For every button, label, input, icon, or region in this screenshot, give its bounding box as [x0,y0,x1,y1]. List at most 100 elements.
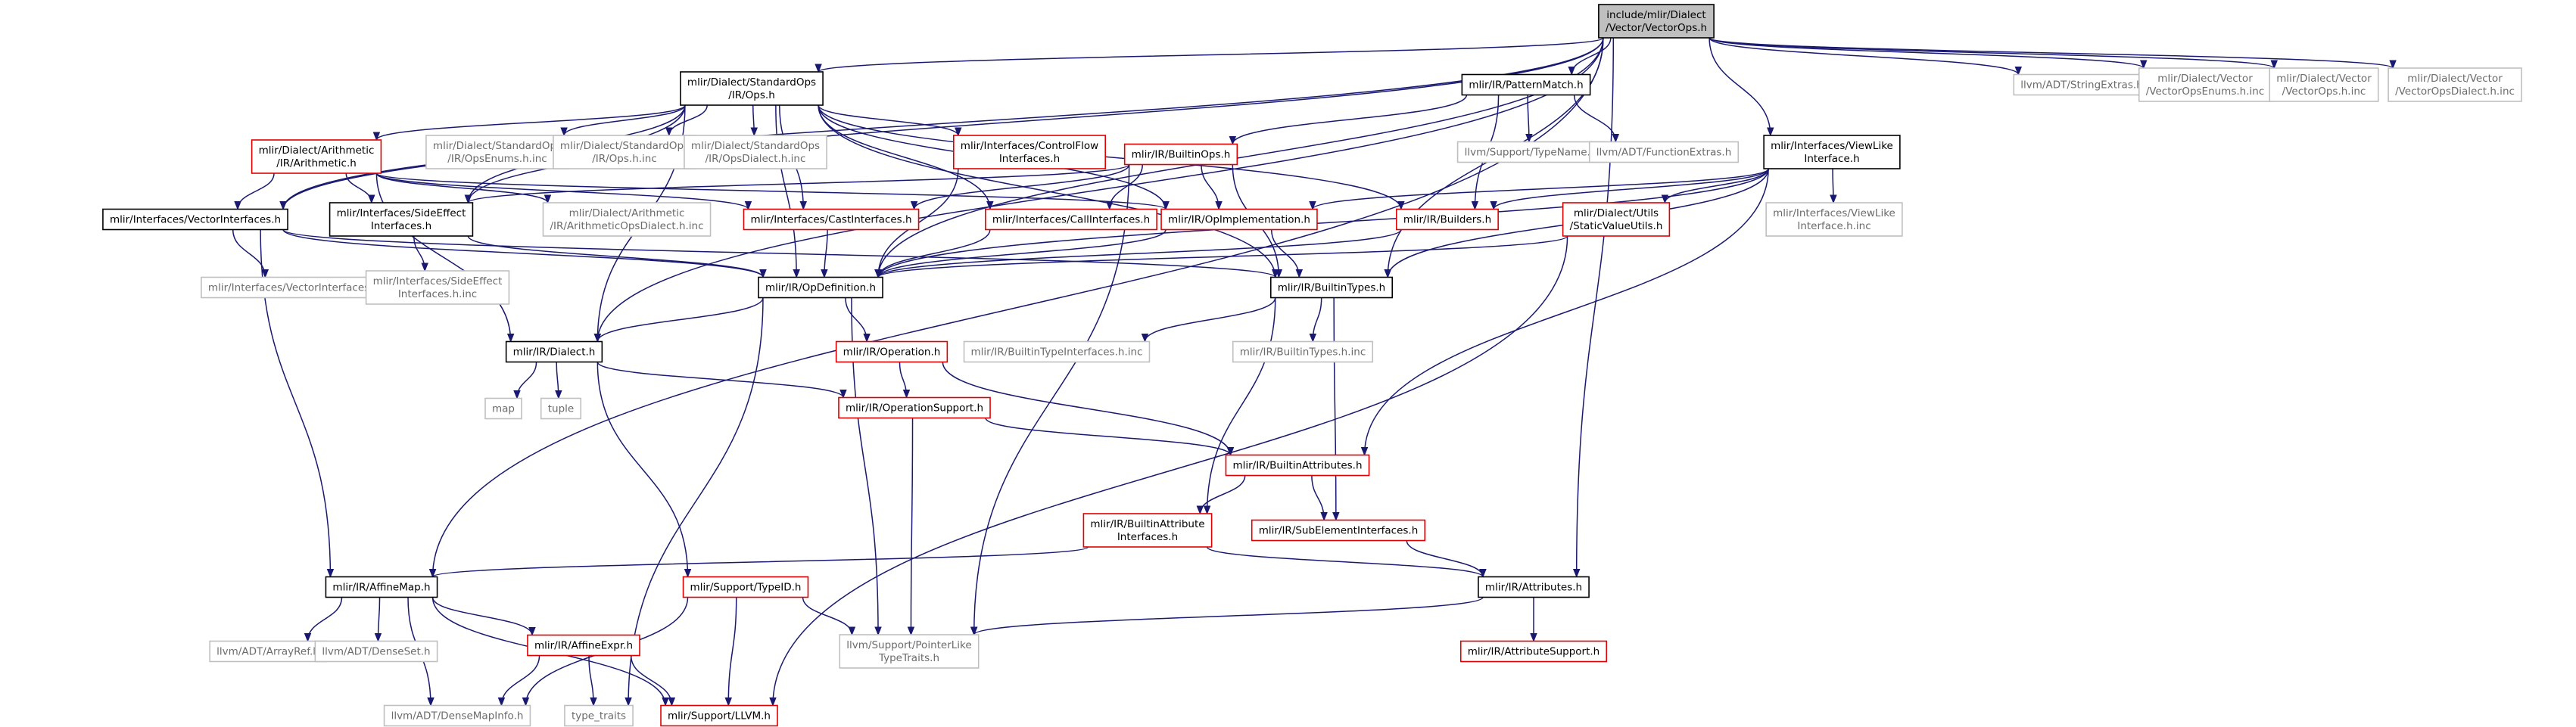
node-builtinattrs[interactable]: mlir/IR/BuiltinAttributes.h [1225,454,1370,477]
node-box [314,640,438,663]
edge-typeid-to-llvmh [724,597,737,707]
edge-arrowhead [724,697,732,707]
node-box [985,208,1157,231]
node-box [1232,340,1374,363]
edge-builtinops-to-castinterfaces [910,164,1130,210]
edge-arrowhead [1196,505,1204,515]
edge-builtintypes-to-btinterfacesinc [1141,297,1276,343]
node-denseset: llvm/ADT/DenseSet.h [314,640,438,663]
edge-arrowhead [910,201,918,210]
edge-arrowhead [506,334,515,343]
node-typeid[interactable]: mlir/Support/TypeID.h [682,576,809,598]
edge-line [913,164,1130,210]
node-label: mlir/IR/BuiltinAttribute [1090,518,1204,530]
node-funcextras: llvm/ADT/FunctionExtras.h [1588,141,1740,163]
node-stringextras: llvm/ADT/StringExtras.h [2013,73,2151,96]
node-stdops[interactable]: mlir/Dialect/StandardOps/IR/Ops.h [680,71,824,106]
edge-line [1709,37,2275,69]
node-label: mlir/Interfaces/ViewLike [1771,140,1893,152]
node-patmatch[interactable]: mlir/IR/PatternMatch.h [1461,73,1591,96]
edge-line [1493,168,1769,210]
node-typetraits: type_traits [564,704,634,727]
node-box [743,208,920,231]
edge-arrowhead [464,194,472,204]
node-opimpl[interactable]: mlir/IR/OpImplementation.h [1160,208,1318,231]
node-label: /IR/OpsDialect.h.inc [706,153,806,165]
edge-opimpl-to-builtintypes [1270,229,1304,278]
node-attributes[interactable]: mlir/IR/Attributes.h [1478,576,1590,598]
node-opdef[interactable]: mlir/IR/OpDefinition.h [758,276,883,299]
edge-arrowhead [1320,512,1328,521]
node-attrsupport[interactable]: mlir/IR/AttributeSupport.h [1459,640,1608,663]
edge-arrowhead [839,390,847,399]
node-operation[interactable]: mlir/IR/Operation.h [835,340,948,363]
node-label: llvm/ADT/DenseMapInfo.h [391,710,524,722]
node-label: /StaticValueUtils.h [1570,220,1663,232]
node-box [963,340,1151,363]
node-affinemap[interactable]: mlir/IR/AffineMap.h [325,576,438,598]
edge-line [1571,37,1612,75]
node-dialect[interactable]: mlir/IR/Dialect.h [505,340,603,363]
edge-builtinops-to-callinterfaces [1106,164,1143,210]
edge-arrowhead [1384,269,1391,278]
node-label: Interface.h [1804,153,1859,165]
edge-arrowhead [2270,60,2278,70]
edge-line [1232,95,1468,144]
node-box [540,397,582,420]
node-castinterfaces[interactable]: mlir/Interfaces/CastInterfaces.h [743,208,920,231]
edge-arrowhead [759,269,767,278]
edge-arrowhead [1572,569,1581,578]
node-box [839,634,980,669]
edge-opimpl-to-opdef [874,229,1167,278]
node-box [682,576,809,598]
edge-arrowhead [1272,269,1279,278]
node-label: mlir/Dialect/StandardOps [687,76,816,89]
node-label: mlir/Dialect/Vector [2407,73,2503,85]
node-box [1082,513,1213,548]
edge-arrowhead [1479,569,1487,578]
edge-sideeffect-to-opdef [467,235,767,278]
edge-line [910,418,914,635]
node-map: map [484,397,522,420]
node-btinc: mlir/IR/BuiltinTypes.h.inc [1232,340,1374,363]
node-callinterfaces[interactable]: mlir/Interfaces/CallInterfaces.h [985,208,1157,231]
node-builtintypes[interactable]: mlir/IR/BuiltinTypes.h [1269,276,1394,299]
node-llvmh[interactable]: mlir/Support/LLVM.h [660,704,778,727]
node-box [505,340,603,363]
node-subelem[interactable]: mlir/IR/SubElementInterfaces.h [1251,519,1426,542]
edge-arrowhead [1471,201,1479,210]
node-box [102,208,288,231]
edge-subelem-to-attributes [1406,540,1487,578]
edge-viewlike-to-builders [1490,168,1769,210]
node-opsupport[interactable]: mlir/IR/OperationSupport.h [838,396,991,419]
node-box [680,71,824,106]
node-builders[interactable]: mlir/IR/Builders.h [1396,208,1499,231]
node-root[interactable]: include/mlir/Dialect/Vector/VectorOps.h [1598,4,1715,39]
edge-arrowhead [907,626,915,636]
edge-line [596,362,844,398]
edge-viewlike-to-opimpl [1309,168,1769,210]
edge-line [668,104,708,136]
node-builtinops[interactable]: mlir/IR/BuiltinOps.h [1123,143,1238,166]
node-label: mlir/IR/OpImplementation.h [1168,214,1310,226]
node-label: mlir/Interfaces/CallInterfaces.h [992,214,1150,226]
edge-line [802,597,853,635]
edge-arrowhead [326,569,335,578]
edge-arrowhead [2140,60,2148,70]
edge-affineexpr-to-typetraits [588,655,597,707]
node-box [1396,208,1499,231]
node-arith[interactable]: mlir/Dialect/Arithmetic/IR/Arithmetic.h [251,139,382,174]
node-label: Interfaces.h.inc [398,288,477,300]
node-box [425,135,569,169]
node-affineexpr[interactable]: mlir/IR/AffineExpr.h [527,634,640,657]
node-box [684,135,827,169]
node-vecinterfaces[interactable]: mlir/Interfaces/VectorInterfaces.h [102,208,288,231]
node-staticvalue[interactable]: mlir/Dialect/Utils/StaticValueUtils.h [1562,202,1671,237]
edge-line [237,172,275,210]
node-box [2388,67,2522,102]
edge-line [467,37,1604,203]
